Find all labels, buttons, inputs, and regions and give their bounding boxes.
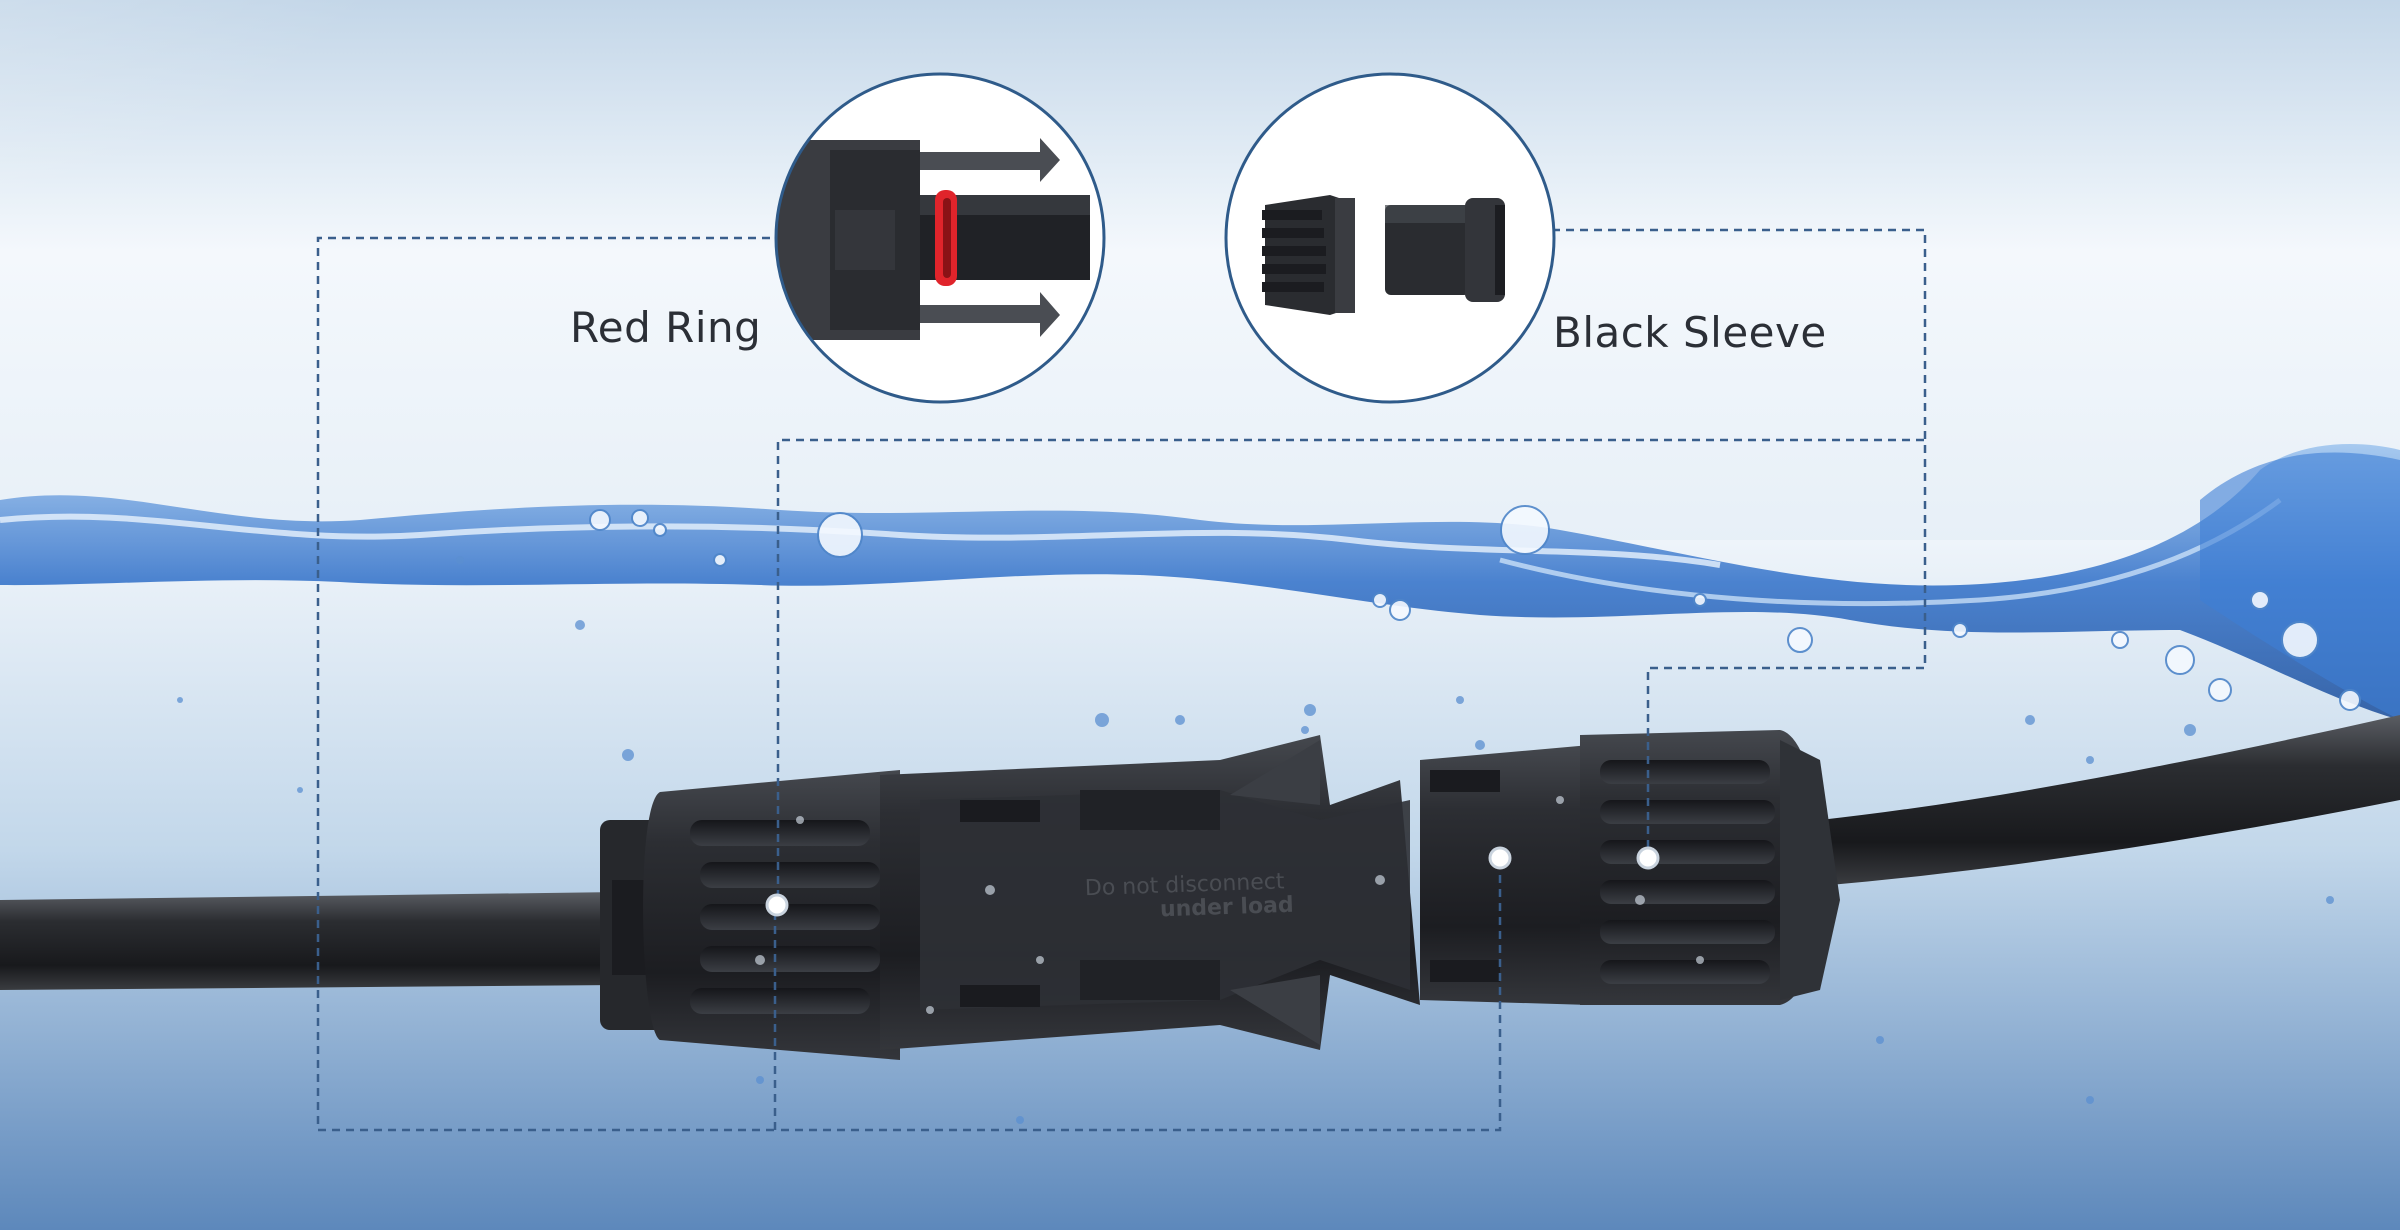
black-sleeve-label: Black Sleeve (1553, 308, 1827, 357)
marker-dots (765, 846, 1660, 917)
connector-engraving-line2: under load (1160, 893, 1295, 923)
red-ring-label: Red Ring (570, 303, 762, 352)
black-sleeve-icon (1224, 72, 1556, 404)
red-ring-seal-icon (774, 72, 1106, 404)
